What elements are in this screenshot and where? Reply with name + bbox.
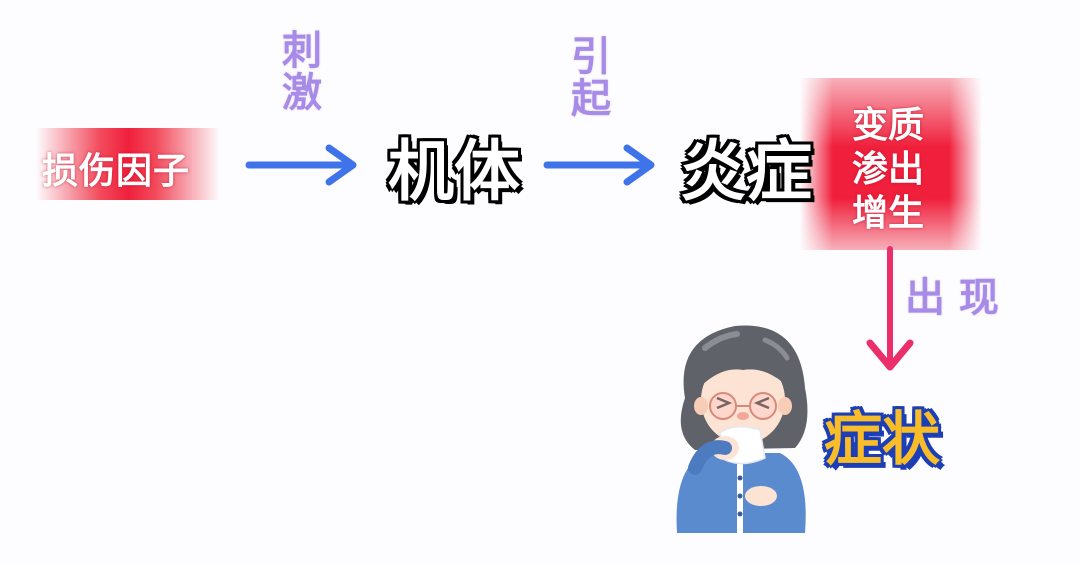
- sick-woman-illustration: [676, 325, 808, 533]
- changes-box: [800, 78, 982, 250]
- change-proliferation: 增生: [852, 193, 925, 234]
- damage-factor-box: [36, 128, 220, 200]
- stimulate-char-1: 刺: [282, 28, 322, 74]
- arrow-right-icon: [543, 144, 655, 186]
- stimulate-label: 刺 激: [277, 30, 327, 114]
- inflammation-node: 炎症: [680, 133, 812, 210]
- damage-factor-label: 损伤因子: [42, 151, 191, 192]
- cause-char-1: 引: [571, 34, 611, 80]
- arrow-right-icon: [245, 144, 357, 186]
- changes-list: 变质 渗出 增生: [852, 104, 924, 236]
- symptoms-node: 症状: [824, 405, 941, 473]
- change-alteration: 变质: [852, 105, 925, 146]
- cause-char-2: 起: [571, 76, 611, 122]
- appear-label: 出 现: [905, 275, 999, 321]
- change-exudation: 渗出: [852, 149, 925, 190]
- stimulate-char-2: 激: [282, 70, 322, 116]
- body-node: 机体: [388, 133, 520, 210]
- arrow-down-icon: [866, 246, 914, 371]
- cause-label: 引 起: [566, 36, 616, 120]
